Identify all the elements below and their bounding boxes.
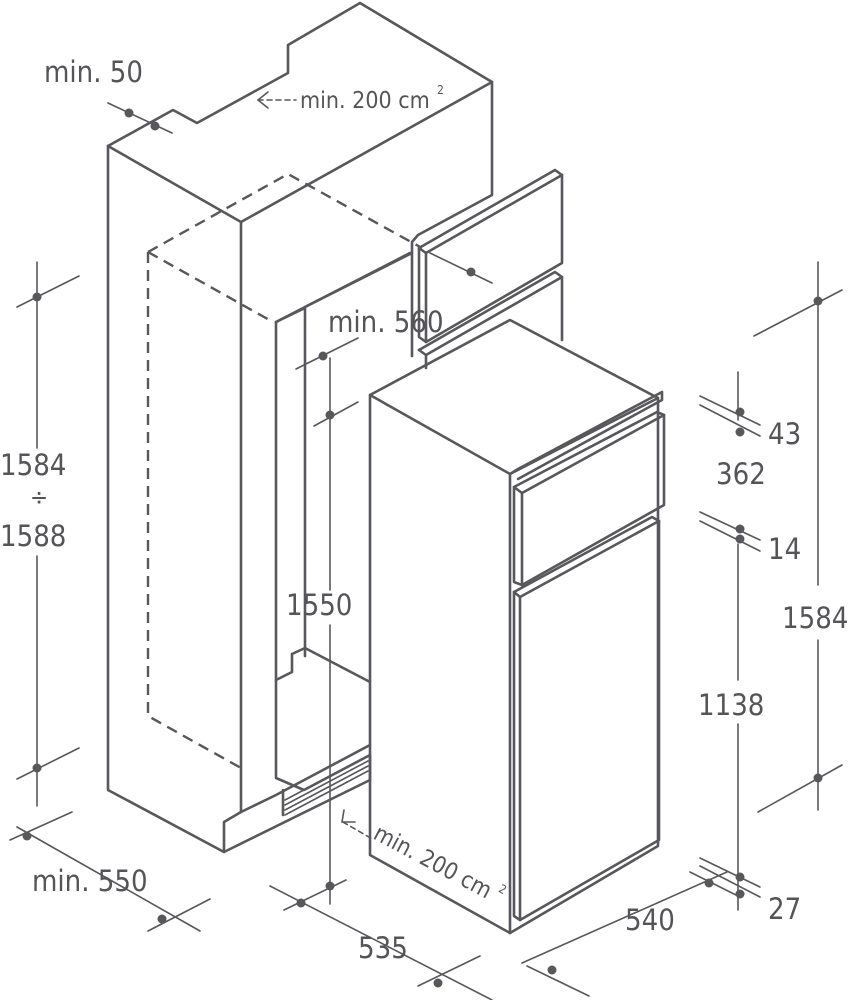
- label-niche-inner-height: 1550: [286, 588, 352, 622]
- label-niche-height-max: 1588: [0, 519, 66, 553]
- label-door-gap: 14: [768, 532, 801, 566]
- fridge-appliance: [368, 318, 666, 935]
- label-niche-width: min. 560: [328, 305, 444, 339]
- label-appliance-depth: 540: [625, 903, 675, 937]
- label-appliance-width: 535: [358, 931, 408, 965]
- label-niche-height-separator: ÷: [30, 483, 48, 511]
- label-top-vent-area-superscript: 2: [437, 83, 444, 97]
- label-top-gap: 43: [768, 417, 801, 451]
- dimension-lines: [9, 91, 843, 1000]
- label-top-vent-area: min. 200 cm: [300, 88, 430, 114]
- label-niche-height-min: 1584: [0, 448, 66, 482]
- label-freezer-door-height: 362: [716, 457, 766, 491]
- label-fridge-door-height: 1138: [698, 688, 764, 722]
- label-appliance-height: 1584: [782, 601, 848, 635]
- label-bottom-gap: 27: [768, 892, 801, 926]
- label-top-vent-clearance: min. 50: [44, 55, 143, 89]
- label-bottom-vent-area-superscript: 2: [496, 882, 509, 898]
- dimension-labels: min. 50 min. 200 cm 2 min. 560 1584 ÷ 15…: [0, 55, 848, 965]
- label-bottom-vent-area: min. 200 cm: [369, 820, 496, 904]
- label-niche-depth: min. 550: [32, 864, 148, 898]
